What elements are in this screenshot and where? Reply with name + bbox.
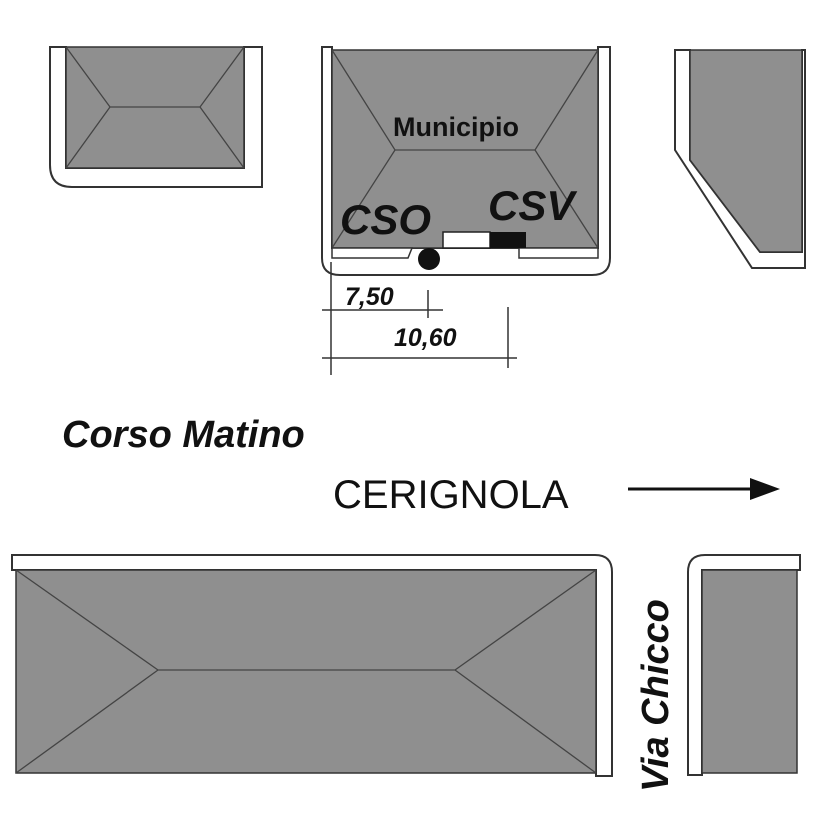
dimension-lines: 7,50 10,60 <box>322 262 517 375</box>
direction-label: CERIGNOLA <box>333 473 569 517</box>
arrow-right-icon <box>628 478 780 500</box>
building-top-left <box>49 46 263 188</box>
white-marker <box>442 231 491 249</box>
building-top-right <box>674 49 806 269</box>
cso-marker <box>418 248 440 270</box>
building-label: Municipio <box>393 112 519 142</box>
dimension-long: 10,60 <box>394 324 457 352</box>
building-bottom-large <box>11 554 613 777</box>
cso-label: CSO <box>340 196 431 243</box>
street-label-corso-matino: Corso Matino <box>62 414 305 456</box>
building-bottom-right <box>687 554 801 776</box>
street-label-via-chicco: Via Chicco <box>635 599 677 792</box>
building-municipio: Municipio CSO CSV <box>321 46 611 276</box>
dimension-short: 7,50 <box>345 283 394 311</box>
csv-marker <box>490 232 526 248</box>
csv-label: CSV <box>488 182 577 229</box>
